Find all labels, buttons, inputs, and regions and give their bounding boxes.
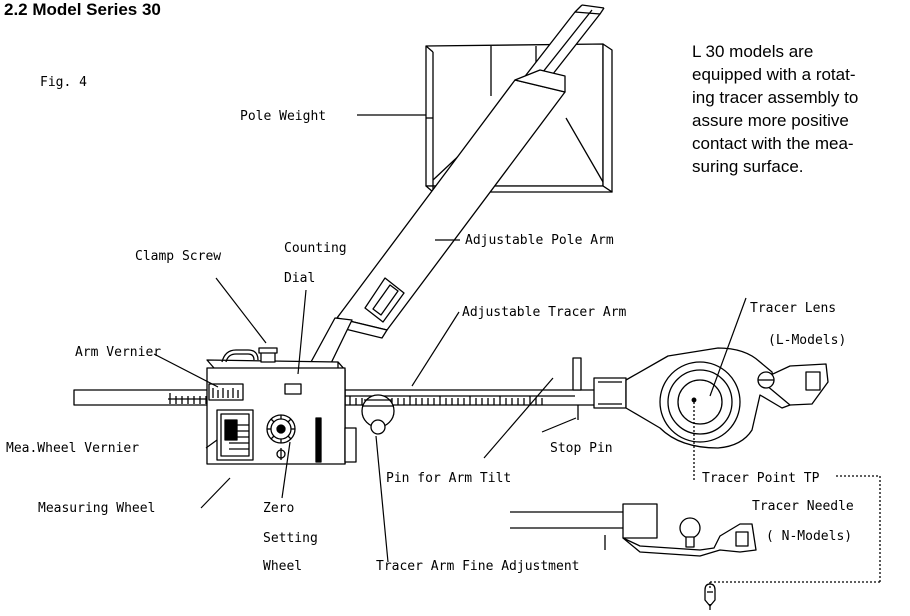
label-stop-pin: Stop Pin bbox=[550, 441, 613, 456]
label-n-models: ( N-Models) bbox=[766, 529, 852, 544]
label-arm-vernier: Arm Vernier bbox=[75, 345, 161, 360]
label-tracer-needle: Tracer Needle bbox=[752, 499, 854, 514]
label-zero-setting-line3: Wheel bbox=[263, 559, 302, 574]
description-line: ing tracer assembly to bbox=[692, 88, 859, 107]
label-pin-for-arm-tilt: Pin for Arm Tilt bbox=[386, 471, 511, 486]
section-title: 2.2 Model Series 30 bbox=[4, 0, 161, 19]
description-line: L 30 models are bbox=[692, 42, 814, 61]
label-tracer-point: Tracer Point TP bbox=[702, 471, 820, 486]
label-counting-dial-line2: Dial bbox=[284, 271, 315, 286]
label-measuring-wheel: Measuring Wheel bbox=[38, 501, 155, 516]
tracer-point-connector bbox=[693, 402, 881, 590]
label-zero-setting-line1: Zero bbox=[263, 501, 294, 516]
description-text: L 30 models are equipped with a rotat- i… bbox=[692, 40, 902, 178]
label-tracer-lens: Tracer Lens bbox=[750, 301, 836, 316]
label-zero-setting-line2: Setting bbox=[263, 531, 318, 546]
label-l-models: (L-Models) bbox=[768, 333, 846, 348]
label-tracer-arm-fine-adjustment: Tracer Arm Fine Adjustment bbox=[376, 559, 580, 574]
description-line: contact with the mea- bbox=[692, 134, 854, 153]
description-line: equipped with a rotat- bbox=[692, 65, 856, 84]
leader-lines bbox=[153, 114, 747, 563]
tracer-needle-assembly bbox=[510, 503, 757, 610]
label-clamp-screw: Clamp Screw bbox=[135, 249, 221, 264]
description-line: assure more positive bbox=[692, 111, 849, 130]
figure-label: Fig. 4 bbox=[40, 75, 87, 90]
arm-rod bbox=[73, 389, 211, 406]
tracer-lens-assembly bbox=[593, 347, 829, 449]
label-mea-wheel-vernier: Mea.Wheel Vernier bbox=[6, 441, 139, 456]
pole-arm bbox=[298, 4, 605, 400]
label-counting-dial-line1: Counting bbox=[284, 241, 347, 256]
carriage-body bbox=[206, 347, 395, 465]
label-pole-weight: Pole Weight bbox=[240, 109, 326, 124]
description-line: suring surface. bbox=[692, 157, 804, 176]
label-adjustable-pole-arm: Adjustable Pole Arm bbox=[465, 233, 614, 248]
label-adjustable-tracer-arm: Adjustable Tracer Arm bbox=[462, 305, 627, 320]
